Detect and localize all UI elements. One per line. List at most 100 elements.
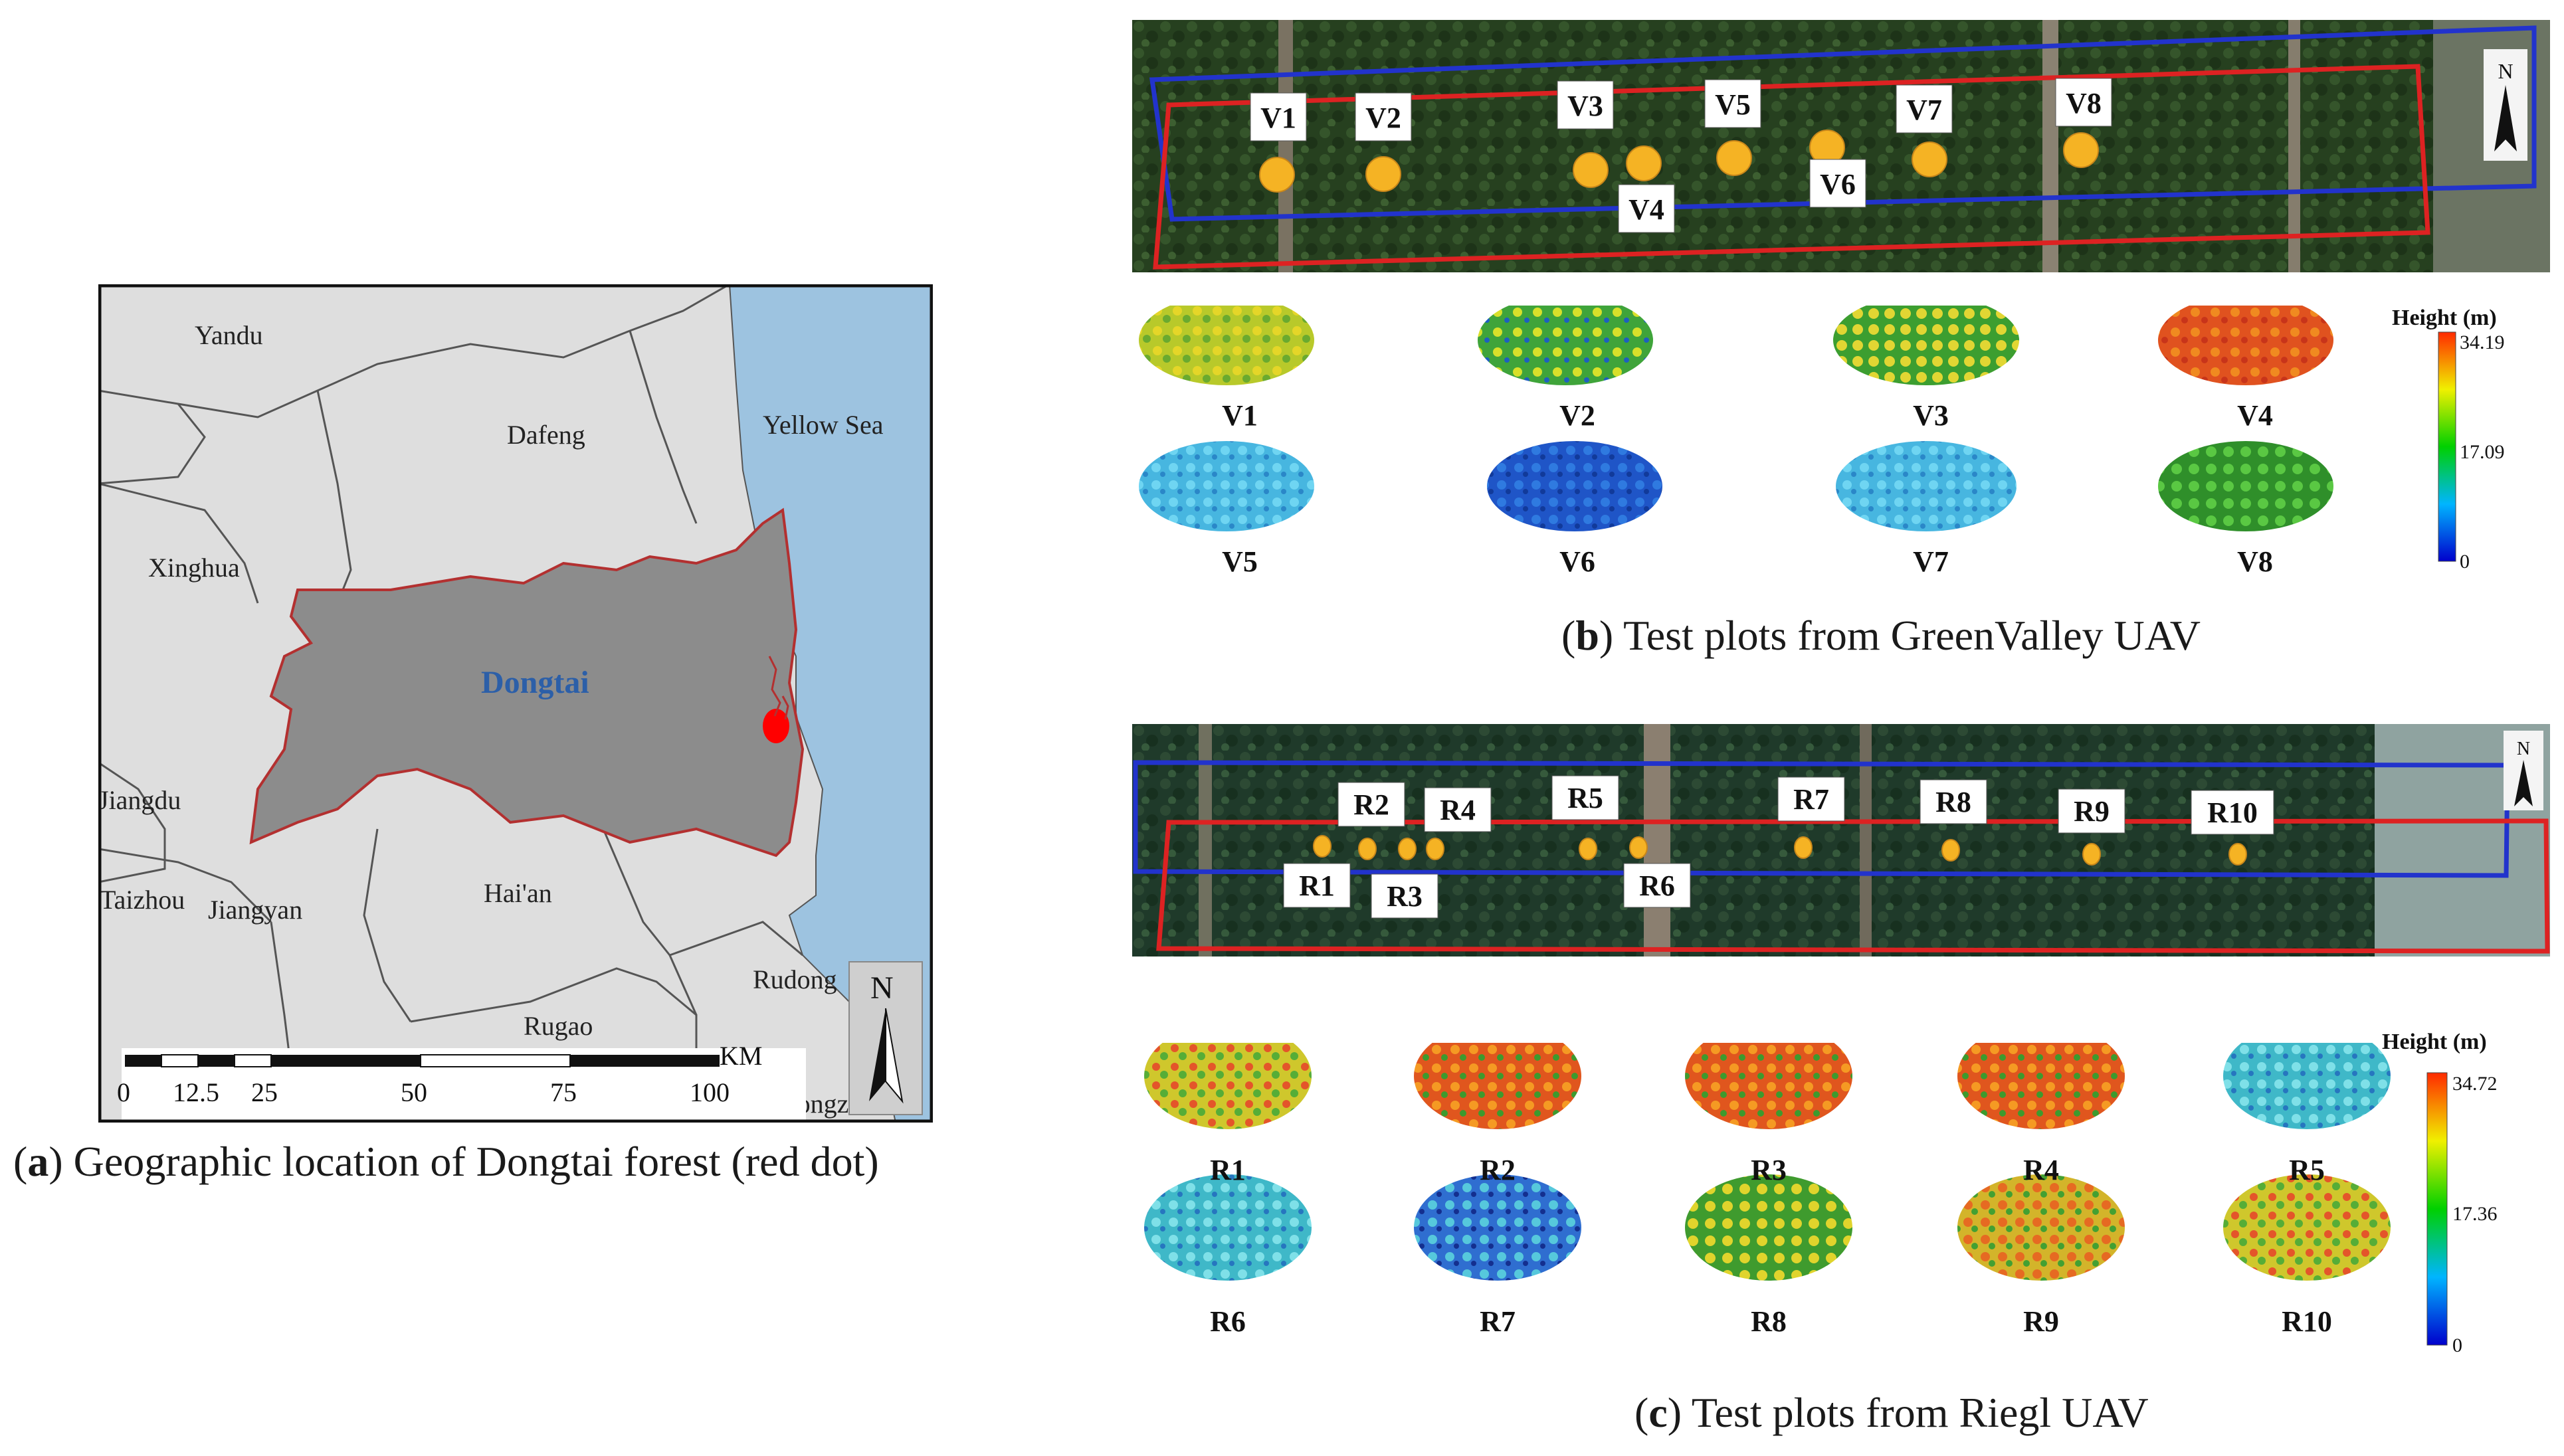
aerial-tag-r5: R5 <box>1567 782 1603 814</box>
aerial-tag-r4: R4 <box>1440 794 1476 826</box>
county-boundaries <box>98 283 803 1123</box>
plot-cloud-r7 <box>1414 1174 1581 1281</box>
aerial-tag-r1: R1 <box>1299 869 1335 902</box>
label-dafeng: Dafeng <box>507 420 585 450</box>
aerial-tag-v5: V5 <box>1715 88 1751 121</box>
riegl-plot-tags <box>1283 775 2274 919</box>
greenvalley-point-clouds: V1 V2 V3 V4 V5 V6 V7 V8 <box>1132 295 2395 598</box>
scale-tick-3: 50 <box>401 1077 427 1107</box>
plot-label-r1: R1 <box>1210 1154 1246 1186</box>
plot-label-v2: V2 <box>1559 399 1595 432</box>
plot-cloud-r6 <box>1144 1174 1312 1281</box>
legend-c-mid: 17.36 <box>2452 1203 2498 1225</box>
label-rudong: Rudong <box>753 964 837 994</box>
plot-cloud-v3 <box>1833 295 2019 385</box>
greenvalley-aerial-image: V1 V2 V3 V4 V5 V6 V7 V8 N <box>1132 20 2550 272</box>
plot-label-v1: V1 <box>1222 399 1258 432</box>
aerial-tag-r10: R10 <box>2207 796 2258 829</box>
north-label-c: N <box>2517 739 2530 759</box>
plot-label-r6: R6 <box>1210 1305 1246 1338</box>
plot-cloud-r3 <box>1685 1023 1852 1129</box>
coastal-detail <box>768 656 789 720</box>
riegl-height-legend: Height (m) 34.72 17.36 0 <box>2375 1026 2548 1358</box>
forest-location-dot <box>763 709 789 743</box>
plot-label-v6: V6 <box>1559 545 1595 578</box>
label-yellow-sea: Yellow Sea <box>763 410 884 440</box>
label-yandu: Yandu <box>195 320 263 350</box>
aerial-tag-v3: V3 <box>1567 90 1603 122</box>
plot-cloud-v2 <box>1478 295 1653 385</box>
map-frame <box>98 284 934 1123</box>
caption-c: (c) Test plots from Riegl UAV <box>1634 1389 2149 1436</box>
plot-cloud-r9 <box>1957 1174 2125 1281</box>
plot-cloud-v6 <box>1487 441 1662 531</box>
location-map: Yandu Dafeng Xinghua Jiangdu Taizhou Jia… <box>98 283 934 1123</box>
scale-tick-5: 100 <box>690 1077 730 1107</box>
aerial-tag-r3: R3 <box>1387 880 1423 913</box>
aerial-tag-v1: V1 <box>1260 102 1296 134</box>
scale-tick-4: 75 <box>550 1077 577 1107</box>
plot-cloud-v4 <box>2158 295 2333 385</box>
greenvalley-flight-boundary-red <box>1153 64 2430 270</box>
plot-cloud-r5 <box>2223 1023 2391 1129</box>
label-haian: Hai'an <box>484 878 552 908</box>
riegl-aerial-image: R1 R2 R3 R4 R5 R6 R7 R8 R9 R10 N <box>1132 724 2550 956</box>
legend-c-min: 0 <box>2452 1334 2462 1356</box>
aerial-tag-v6: V6 <box>1820 168 1856 201</box>
label-dongtai: Dongtai <box>481 665 589 700</box>
dongtai-region <box>249 507 805 858</box>
scale-unit: KM <box>720 1041 762 1071</box>
plot-label-v4: V4 <box>2237 399 2273 432</box>
scale-tick-0: 0 <box>117 1077 130 1107</box>
greenvalley-height-legend: Height (m) 34.19 17.09 0 <box>2385 302 2545 581</box>
legend-b-svg: Height (m) 34.19 17.09 0 <box>2392 306 2505 573</box>
label-xinghua: Xinghua <box>148 553 240 583</box>
panel-a-map: Yandu Dafeng Xinghua Jiangdu Taizhou Jia… <box>98 283 934 1123</box>
label-jiangdu: Jiangdu <box>98 785 181 815</box>
aerial-tag-v8: V8 <box>2066 87 2102 120</box>
riegl-plots-svg: R1 R2 R3 R4 R5 R6 R7 R8 R9 R10 <box>1144 1023 2391 1338</box>
plot-label-r7: R7 <box>1480 1305 1516 1338</box>
plot-cloud-r8 <box>1685 1174 1852 1281</box>
legend-b-colorbar <box>2438 331 2456 562</box>
legend-b-mid: 17.09 <box>2460 441 2505 463</box>
label-taizhou: Taizhou <box>100 885 185 915</box>
aerial-tag-v7: V7 <box>1906 94 1942 126</box>
plot-cloud-r1 <box>1144 1023 1312 1129</box>
plot-cloud-v1 <box>1139 295 1314 385</box>
riegl-plot-markers <box>1313 835 2247 865</box>
plot-label-r5: R5 <box>2289 1154 2325 1186</box>
scale-tick-2: 25 <box>251 1077 278 1107</box>
north-label-b: N <box>2498 59 2513 83</box>
greenvalley-plot-markers <box>1259 130 2099 193</box>
scale-tick-1: 12.5 <box>173 1077 219 1107</box>
aerial-tag-r7: R7 <box>1793 783 1829 816</box>
plot-cloud-r10 <box>2223 1174 2391 1281</box>
north-arrow-icon: N <box>2504 731 2543 810</box>
plot-label-v3: V3 <box>1913 399 1949 432</box>
riegl-flight-boundary-blue <box>1133 760 2510 878</box>
caption-b: (b) Test plots from GreenValley UAV <box>1561 612 2201 659</box>
caption-a: (a) Geographic location of Dongtai fores… <box>13 1138 879 1185</box>
legend-c-title: Height (m) <box>2382 1030 2487 1054</box>
legend-c-colorbar <box>2426 1072 2448 1346</box>
aerial-tag-v4: V4 <box>1628 193 1664 226</box>
label-jiangyan: Jiangyan <box>208 895 302 925</box>
aerial-tag-r9: R9 <box>2074 795 2110 828</box>
plot-cloud-v8 <box>2158 441 2333 531</box>
legend-b-max: 34.19 <box>2460 331 2505 353</box>
riegl-point-clouds: R1 R2 R3 R4 R5 R6 R7 R8 R9 R10 <box>1132 1023 2395 1362</box>
label-rugao: Rugao <box>524 1011 593 1041</box>
plot-label-r4: R4 <box>2023 1154 2059 1186</box>
plot-label-r8: R8 <box>1751 1305 1787 1338</box>
plot-cloud-r2 <box>1414 1023 1581 1129</box>
legend-c-max: 34.72 <box>2452 1073 2498 1095</box>
north-arrow-icon: N <box>848 961 923 1115</box>
aerial-tag-v2: V2 <box>1365 102 1401 134</box>
greenvalley-plot-tags <box>1250 78 2112 233</box>
north-arrow-icon: N <box>2484 49 2527 161</box>
plot-label-r10: R10 <box>2282 1305 2332 1338</box>
aerial-tag-r8: R8 <box>1935 786 1971 818</box>
legend-c-svg: Height (m) 34.72 17.36 0 <box>2382 1030 2498 1356</box>
plot-label-r2: R2 <box>1480 1154 1516 1186</box>
